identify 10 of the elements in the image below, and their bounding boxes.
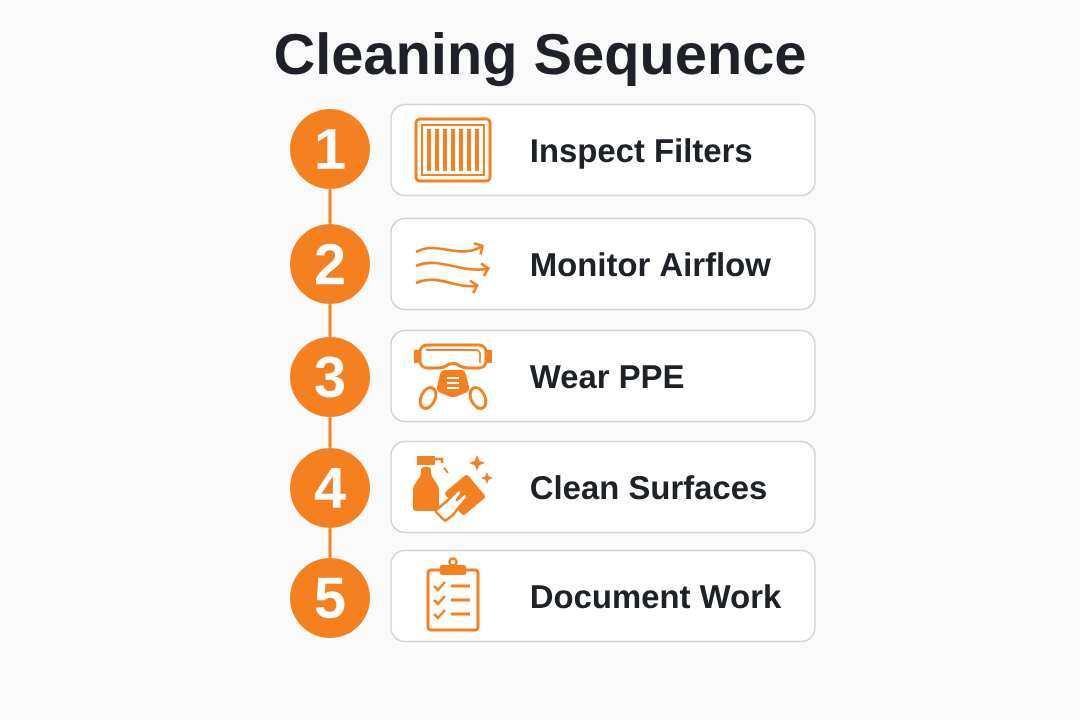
connector-line <box>328 304 332 337</box>
connector-line <box>328 417 332 448</box>
step-box: Monitor Airflow <box>390 217 816 311</box>
step-box: Document Work <box>390 549 816 643</box>
connector-line <box>328 528 332 558</box>
title: Cleaning Sequence <box>275 32 805 87</box>
step-box: Wear PPE <box>390 329 816 423</box>
step-box: Inspect Filters <box>390 103 816 197</box>
step-box: Clean Surfaces <box>390 440 816 534</box>
connector-line <box>328 189 332 224</box>
